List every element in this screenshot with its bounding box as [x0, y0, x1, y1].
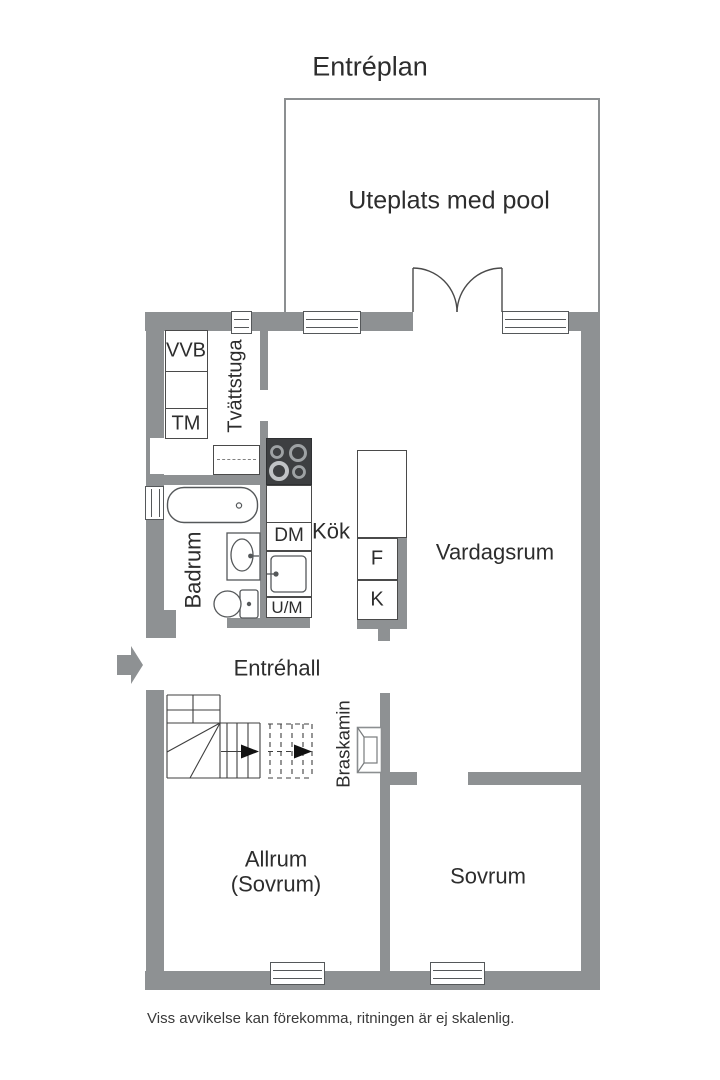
center-wall — [380, 693, 390, 971]
entry-arrow-icon — [117, 646, 143, 684]
island-stub — [378, 629, 390, 641]
window-laundry — [231, 311, 252, 334]
room-label-vardagsrum: Vardagsrum — [435, 539, 555, 565]
appliance-label-k: K — [370, 588, 384, 611]
room-label-sovrum: Sovrum — [450, 863, 526, 889]
page-title: Entréplan — [312, 51, 428, 82]
top-wall-segment — [252, 312, 303, 331]
bottom-wall — [145, 971, 600, 990]
laundry-bath-divider — [164, 475, 260, 485]
room-label-kok: Kök — [312, 518, 350, 544]
island-south-wall — [357, 620, 407, 629]
bathtub-icon — [166, 486, 259, 524]
toilet-icon — [213, 589, 259, 619]
room-label-entrehall: Entréhall — [233, 655, 321, 681]
island-right-wall — [398, 538, 407, 629]
room-label-allrum-line2: (Sovrum) — [230, 872, 322, 897]
kitchen-sink-box — [266, 551, 312, 597]
window-bathroom — [145, 486, 164, 520]
appliance-label-um: U/M — [271, 598, 303, 618]
bathroom-sink-icon — [226, 532, 261, 581]
island-counter-box — [357, 450, 407, 538]
appliance-label-vvb: VVB — [165, 339, 207, 362]
room-label-tvattstuga: Tvättstuga — [224, 339, 247, 433]
room-label-allrum: Allrum (Sovrum) — [231, 847, 321, 898]
bedroom-north-wall — [468, 772, 581, 785]
laundry-wall-lower — [260, 421, 268, 628]
room-label-badrum: Badrum — [180, 531, 206, 609]
right-wall — [581, 312, 600, 990]
top-wall-segment — [361, 312, 413, 331]
washing-machine-box — [165, 408, 208, 439]
dashed-cabinet — [213, 445, 260, 475]
disclaimer-text: Viss avvikelse kan förekomma, ritningen … — [147, 1010, 515, 1027]
center-wall-stub — [390, 772, 417, 785]
window-kitchen — [303, 311, 361, 334]
fridge-box — [357, 580, 398, 620]
dishwasher-box — [266, 522, 312, 551]
left-wall-segment — [146, 520, 164, 638]
water-heater-box — [165, 330, 208, 372]
wall-niche — [150, 438, 164, 474]
fireplace-icon — [356, 726, 383, 774]
room-label-braskamin: Braskamin — [332, 700, 354, 788]
top-wall-segment — [145, 312, 231, 331]
stove — [266, 438, 312, 485]
room-label-allrum-line1: Allrum — [244, 846, 308, 872]
kitchen-counter-box — [266, 485, 312, 523]
bath-south-wall — [227, 618, 310, 628]
appliance-label-tm: TM — [171, 412, 201, 435]
um-box — [266, 597, 312, 618]
laundry-wall-upper — [260, 331, 268, 390]
room-label-uteplats: Uteplats med pool — [348, 186, 550, 215]
window-allrum — [270, 962, 325, 985]
staircase — [166, 694, 313, 779]
appliance-label-dm: DM — [274, 525, 304, 547]
freezer-box — [357, 538, 398, 580]
appliance-label-f: F — [370, 547, 384, 570]
window-livingroom — [502, 311, 569, 334]
entry-door-stub — [164, 610, 176, 638]
window-bedroom — [430, 962, 485, 985]
laundry-counter-box — [165, 371, 208, 409]
left-wall-segment — [146, 690, 164, 971]
